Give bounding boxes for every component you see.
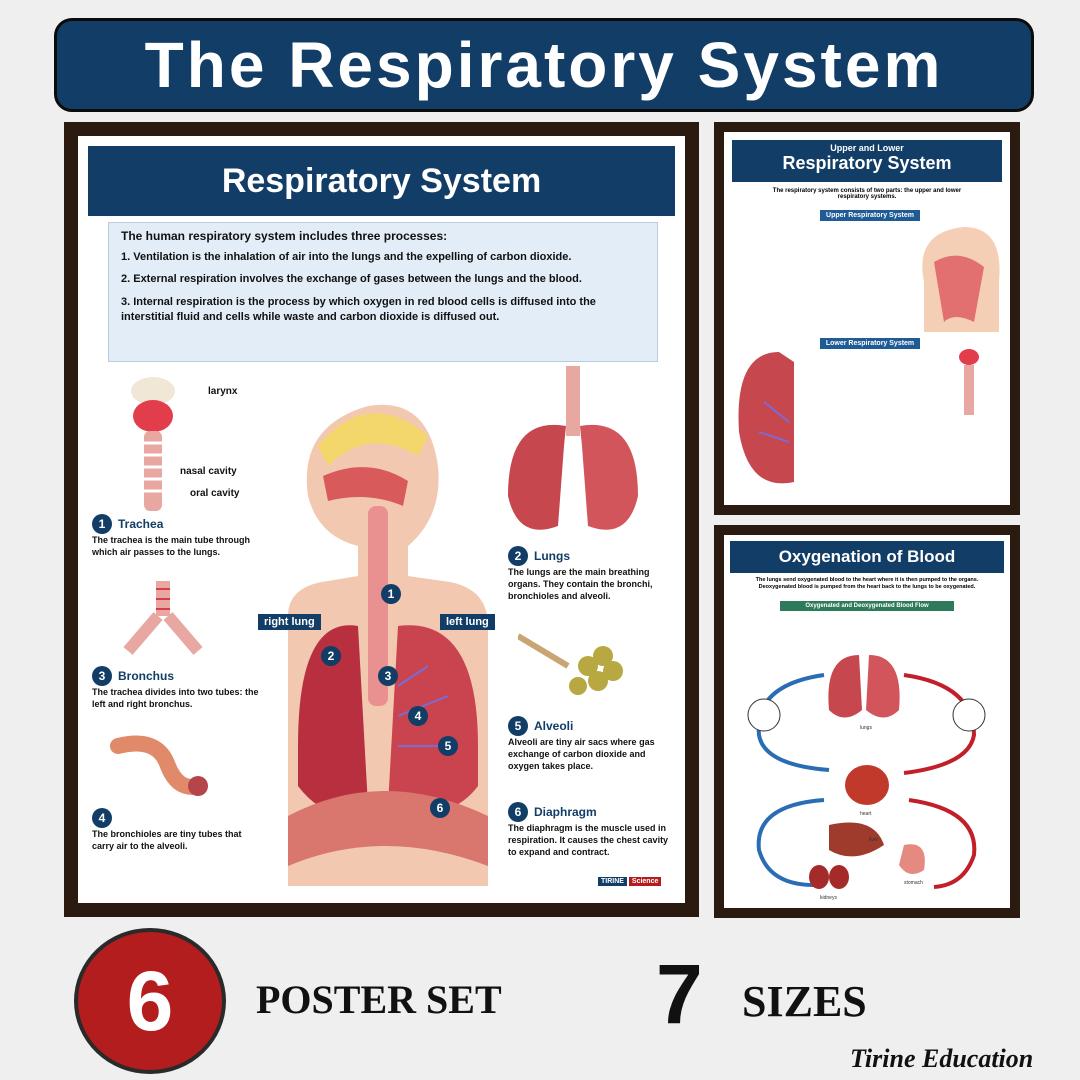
torso-illustration	[288, 404, 488, 886]
trachea-small-illustration	[959, 349, 979, 415]
upper-lower-title: Upper and Lower Respiratory System	[732, 140, 1002, 182]
diagram-number-5: 5	[438, 736, 458, 756]
upper-lower-title-text: Respiratory System	[782, 153, 952, 173]
main-poster: Respiratory System The human respiratory…	[78, 136, 685, 903]
diagram-number-6: 6	[430, 798, 450, 818]
brand-logo: TIRINE Science	[598, 877, 662, 886]
trachea-desc: The trachea is the main tube through whi…	[92, 535, 251, 557]
upper-lower-poster: Upper and Lower Respiratory System The r…	[724, 132, 1010, 505]
oxygenation-title: Oxygenation of Blood	[730, 541, 1004, 573]
kidneys-label: kidneys	[820, 895, 837, 901]
processes-box: The human respiratory system includes th…	[108, 222, 658, 362]
sizes-label: SIZES	[742, 977, 867, 1026]
nasal-cavity-label: nasal cavity	[180, 466, 237, 477]
larynx-illustration	[131, 377, 175, 511]
processes-heading: The human respiratory system includes th…	[121, 229, 448, 243]
alveoli-illustration	[518, 633, 623, 695]
process-item: 3. Internal respiration is the process b…	[121, 296, 596, 323]
number-badge: 4	[92, 808, 112, 828]
sizes-count: 7	[656, 947, 703, 1041]
larynx-label: larynx	[208, 386, 238, 397]
brand-sub: Science	[628, 877, 662, 886]
main-poster-title: Respiratory System	[88, 146, 675, 216]
lungs-item: 2 Lungs The lungs are the main breathing …	[508, 546, 673, 602]
alveoli-item: 5 Alveoli Alveoli are tiny air sacs where…	[508, 716, 673, 772]
diagram-number-1: 1	[381, 584, 401, 604]
bronchus-illustration	[123, 581, 203, 655]
upper-lower-intro: The respiratory system consists of two p…	[772, 188, 962, 200]
alveoli-desc: Alveoli are tiny air sacs where gas exch…	[508, 737, 655, 771]
item-title: Lungs	[534, 549, 570, 563]
stomach-label: stomach	[904, 880, 923, 886]
diagram-number-4: 4	[408, 706, 428, 726]
blood-flow-diagram	[747, 655, 986, 889]
page-banner: The Respiratory System	[54, 18, 1034, 112]
diaphragm-item: 6 Diaphragm The diaphragm is the muscle u…	[508, 802, 673, 858]
head-illustration	[922, 227, 1000, 332]
upper-lower-poster-frame: Upper and Lower Respiratory System The r…	[714, 122, 1020, 515]
diagram-number-3: 3	[378, 666, 398, 686]
alveoli-title: 5 Alveoli	[508, 716, 673, 736]
process-item: 1. Ventilation is the inhalation of air …	[121, 251, 572, 263]
main-poster-frame: Respiratory System The human respiratory…	[64, 122, 699, 917]
number-badge: 3	[92, 666, 112, 686]
bronchus-title: 3 Bronchus	[92, 666, 262, 686]
left-lung-label: left lung	[440, 614, 495, 630]
brand-name: TIRINE	[598, 877, 627, 886]
oxygenation-poster: Oxygenation of Blood The lungs send oxyg…	[724, 535, 1010, 908]
item-title: Trachea	[118, 517, 164, 531]
oxygenation-title-text: Oxygenation of Blood	[778, 547, 956, 566]
oxygenation-intro: The lungs send oxygenated blood to the h…	[755, 577, 979, 590]
heart-label: heart	[860, 811, 872, 817]
upper-section-label: Upper Respiratory System	[820, 210, 920, 221]
poster-set-label: POSTER SET	[256, 977, 502, 1022]
lower-section-label: Lower Respiratory System	[820, 338, 920, 349]
diagram-number-2: 2	[321, 646, 341, 666]
lungs-title: 2 Lungs	[508, 546, 673, 566]
liver-label: liver	[869, 837, 879, 843]
brand-signature: Tirine Education	[850, 1044, 1034, 1073]
bronchus-desc: The trachea divides into two tubes: the …	[92, 687, 259, 709]
number-badge: 5	[508, 716, 528, 736]
trachea-title: 1 Trachea	[92, 514, 262, 534]
lungs-label: lungs	[860, 725, 872, 731]
number-badge: 1	[92, 514, 112, 534]
banner-title: The Respiratory System	[144, 29, 944, 101]
item-title: Bronchus	[118, 669, 175, 683]
bronchus-item: 3 Bronchus The trachea divides into two t…	[92, 666, 262, 710]
oxygenation-poster-frame: Oxygenation of Blood The lungs send oxyg…	[714, 525, 1020, 918]
main-poster-title-text: Respiratory System	[221, 162, 542, 200]
process-item: 2. External respiration involves the exc…	[121, 273, 582, 285]
diaphragm-desc: The diaphragm is the muscle used in resp…	[508, 823, 669, 857]
oral-cavity-label: oral cavity	[190, 488, 240, 499]
item-title: Diaphragm	[534, 805, 597, 819]
number-badge: 2	[508, 546, 528, 566]
poster-count: 6	[126, 953, 174, 1048]
bronchiole-title: 4	[92, 808, 262, 828]
diaphragm-title: 6 Diaphragm	[508, 802, 673, 822]
item-title: Alveoli	[534, 719, 574, 733]
blood-flow-section-label: Oxygenated and Deoxygenated Blood Flow	[780, 601, 954, 611]
number-badge: 6	[508, 802, 528, 822]
right-lung-label: right lung	[258, 614, 321, 630]
bronchiole-illustration	[110, 735, 208, 796]
upper-lower-subtitle: Upper and Lower	[830, 143, 904, 153]
bronchiole-desc: The bronchioles are tiny tubes that carr…	[92, 829, 242, 851]
lungs-illustration	[508, 366, 638, 530]
lower-lung-illustration	[738, 352, 794, 484]
poster-count-badge: 6	[74, 928, 226, 1074]
bronchiole-item: 4 The bronchioles are tiny tubes that ca…	[92, 808, 262, 852]
lungs-desc: The lungs are the main breathing organs.…	[508, 567, 653, 601]
trachea-item: 1 Trachea The trachea is the main tube th…	[92, 514, 262, 558]
